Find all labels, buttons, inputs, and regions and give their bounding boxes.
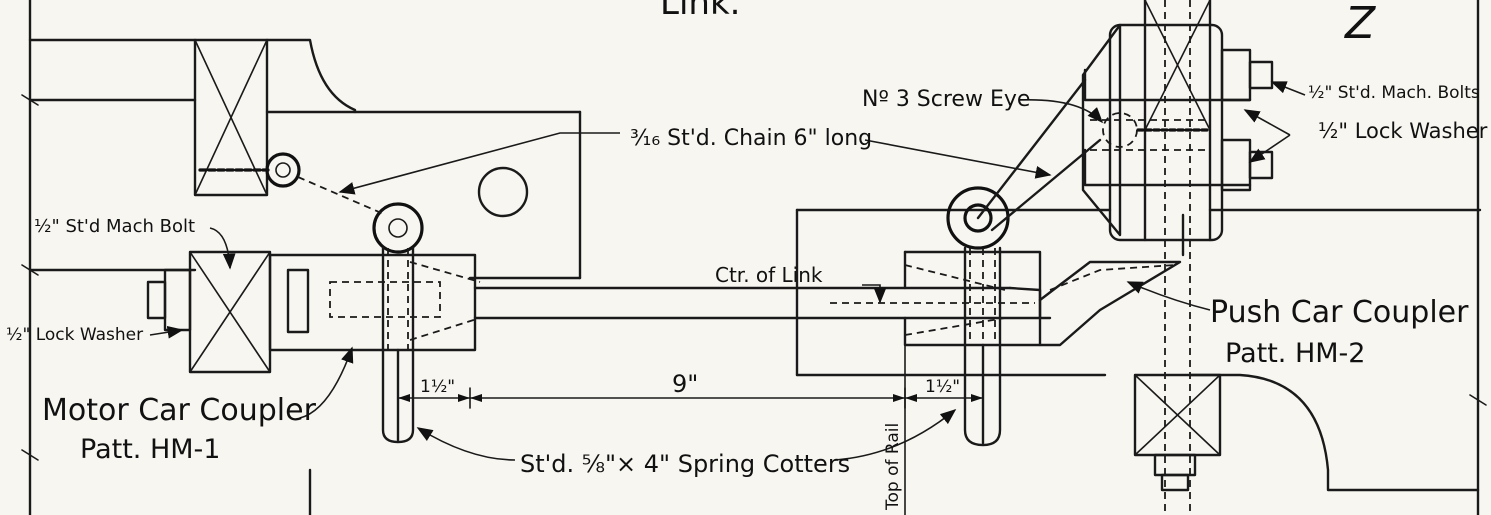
motor-coupler-label: Motor Car Coupler: [42, 393, 317, 428]
dimension-left: 1½": [420, 377, 455, 397]
push-coupler-pattern: Patt. HM-2: [1225, 338, 1365, 369]
dimension-middle: 9": [672, 370, 698, 398]
mach-bolts-right-label: ½" St'd. Mach. Bolts: [1308, 83, 1480, 103]
right-frame: [795, 0, 1487, 515]
coupling-link: [473, 286, 1052, 320]
push-coupler-label: Push Car Coupler: [1210, 295, 1469, 330]
chain-label: ³⁄₁₆ St'd. Chain 6" long: [630, 126, 872, 151]
dimension-right: 1½": [925, 377, 960, 397]
lock-washer-left-label: ½" Lock Washer: [6, 325, 143, 345]
title-fragment: Link.: [660, 0, 740, 23]
motor-coupler-pattern: Patt. HM-1: [80, 434, 220, 465]
mach-bolt-left-label: ½" St'd Mach Bolt: [34, 216, 195, 237]
leaders: [149, 81, 1306, 461]
motor-car-coupler: [146, 250, 481, 374]
push-car-coupler: [903, 250, 1182, 347]
right-post: [1081, 0, 1274, 515]
sheet-mark: Z: [1344, 0, 1376, 49]
top-of-rail-label: Top of Rail: [883, 423, 903, 511]
ctr-of-link-label: Ctr. of Link: [715, 263, 823, 287]
spring-cotters-label: St'd. ⅝"× 4" Spring Cotters: [520, 450, 850, 478]
screw-eye-label: Nº 3 Screw Eye: [862, 87, 1030, 112]
lock-washer-right-label: ½" Lock Washer: [1318, 119, 1488, 143]
left-upper-timber: [193, 38, 582, 280]
dimension-line: [397, 317, 984, 515]
right-spring-cotter: [946, 186, 1010, 447]
left-screw-eye: [198, 152, 301, 188]
